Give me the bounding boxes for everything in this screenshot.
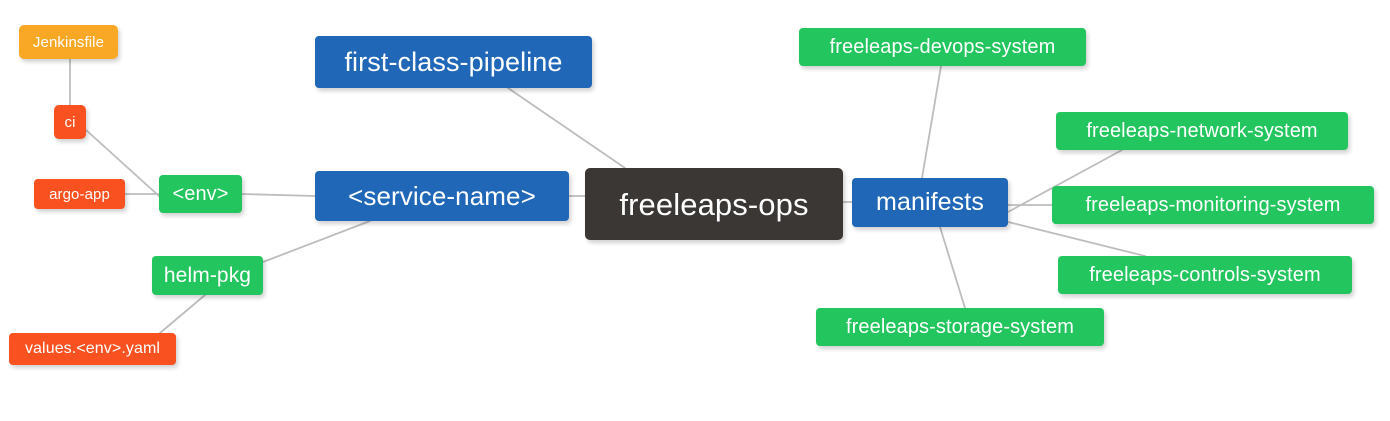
node-freeleaps-ops[interactable]: freeleaps-ops: [585, 168, 843, 240]
edge-env-to-service-name: [241, 193, 316, 197]
node-label: <env>: [172, 183, 229, 205]
node-jenkinsfile[interactable]: Jenkinsfile: [19, 25, 118, 59]
node-ci[interactable]: ci: [54, 105, 86, 139]
node-env[interactable]: <env>: [159, 175, 242, 213]
edge-manifests-to-freeleaps-devops-system: [921, 65, 942, 179]
node-label: freeleaps-monitoring-system: [1085, 194, 1341, 216]
node-label: first-class-pipeline: [344, 46, 563, 77]
edge-manifests-to-freeleaps-storage-system: [939, 226, 966, 309]
node-service-name[interactable]: <service-name>: [315, 171, 569, 221]
node-label: Jenkinsfile: [32, 33, 105, 51]
node-label: freeleaps-network-system: [1086, 120, 1318, 142]
node-label: ci: [64, 113, 76, 131]
node-label: freeleaps-storage-system: [845, 316, 1075, 338]
node-manifests[interactable]: manifests: [852, 178, 1008, 227]
node-freeleaps-monitoring-system[interactable]: freeleaps-monitoring-system: [1052, 186, 1374, 224]
node-label: freeleaps-devops-system: [829, 36, 1056, 58]
node-label: <service-name>: [348, 181, 536, 211]
node-argo-app[interactable]: argo-app: [34, 179, 125, 209]
node-freeleaps-storage-system[interactable]: freeleaps-storage-system: [816, 308, 1104, 346]
node-freeleaps-network-system[interactable]: freeleaps-network-system: [1056, 112, 1348, 150]
node-label: values.<env>.yaml: [24, 340, 161, 357]
node-freeleaps-devops-system[interactable]: freeleaps-devops-system: [799, 28, 1086, 66]
edge-values-yaml-to-helm-pkg: [159, 294, 206, 334]
edge-first-class-pipeline-to-freeleaps-ops: [507, 87, 626, 169]
node-label: argo-app: [49, 185, 110, 203]
node-label: freeleaps-controls-system: [1089, 264, 1321, 286]
node-label: manifests: [876, 188, 984, 216]
node-freeleaps-controls-system[interactable]: freeleaps-controls-system: [1058, 256, 1352, 294]
node-label: helm-pkg: [163, 264, 252, 287]
node-label: freeleaps-ops: [619, 186, 809, 222]
edge-manifests-to-freeleaps-controls-system: [1007, 221, 1146, 257]
node-first-class-pipeline[interactable]: first-class-pipeline: [315, 36, 592, 88]
node-helm-pkg[interactable]: helm-pkg: [152, 256, 263, 295]
node-values-yaml[interactable]: values.<env>.yaml: [9, 333, 176, 365]
edge-helm-pkg-to-service-name: [262, 220, 371, 263]
